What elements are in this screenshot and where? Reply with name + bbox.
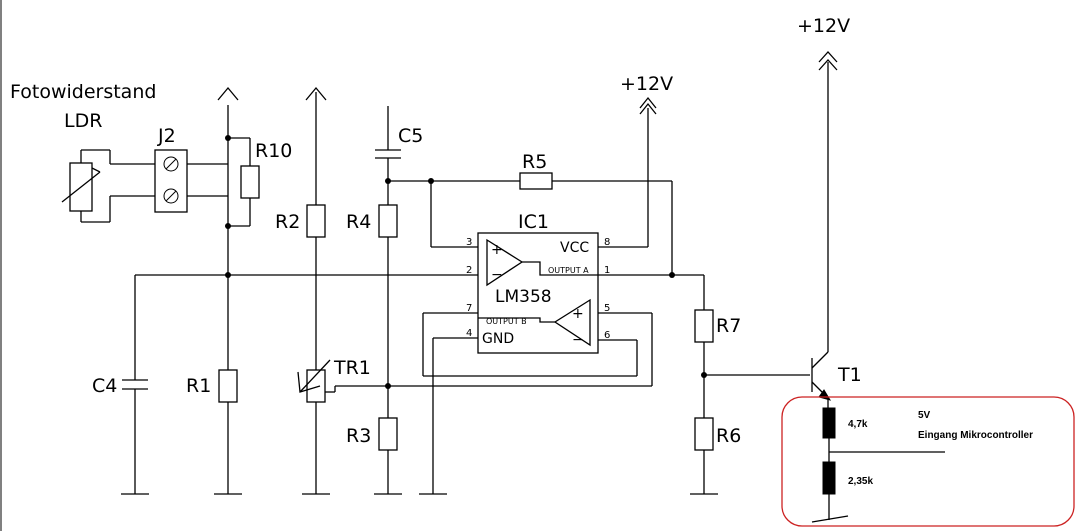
label-r7: R7 [716,315,741,337]
resistor-r3 [378,417,398,451]
pin-8: 8 [604,237,610,248]
label-photoresistor: Fotowiderstand [10,81,156,103]
label-output-a: OUTPUT A [548,266,589,275]
annotation-r-lower: 2,35k [848,476,873,487]
label-supply-top: +12V [797,15,850,37]
pin-4: 4 [466,328,472,339]
pin-minus-a: − [491,267,503,283]
pin-plus-b: + [572,306,584,322]
label-r3: R3 [346,425,371,447]
pin-6: 6 [604,330,610,341]
label-c5: C5 [398,125,423,147]
label-supply-mid: +12V [620,73,673,95]
label-c4: C4 [92,375,117,397]
label-tr1: TR1 [333,357,371,379]
label-lm358: LM358 [495,287,552,307]
connector-j2 [154,149,228,213]
label-t1: T1 [837,364,862,386]
label-ic1: IC1 [518,211,549,233]
pin-minus-b: − [572,332,584,348]
ground-annotation [811,515,849,523]
label-r1: R1 [186,375,211,397]
annotation-input-label: Eingang Mikrocontroller [918,430,1033,441]
pin-plus-a: + [491,242,503,258]
c5-r4-r3-branch [374,106,402,495]
c4-branch [121,274,478,495]
label-ldr: LDR [64,110,102,132]
pin-7: 7 [466,303,472,314]
resistor-r1 [218,369,238,403]
label-output-b: OUTPUT B [486,317,527,326]
label-vcc: VCC [560,240,589,256]
resistor-r2 [306,204,326,238]
resistor-2k35 [822,461,836,495]
r5-feedback [388,172,675,278]
pin-2: 2 [466,265,472,276]
resistor-r7 [694,309,714,343]
label-r2: R2 [275,211,300,233]
annotation-voltage: 5V [918,410,931,421]
pin-3: 3 [466,237,472,248]
label-gnd: GND [482,331,514,347]
pin-1: 1 [604,265,610,276]
annotation-r-upper: 4,7k [848,419,868,430]
r2-tr1-branch [297,86,388,495]
r10-r1-branch [214,86,260,495]
resistor-r10 [240,165,260,199]
ic1-lm358 [388,96,704,495]
label-r6: R6 [716,425,741,447]
resistor-r4 [378,204,398,238]
resistor-4k7 [822,407,836,439]
output-stage [690,51,838,495]
label-r10: R10 [255,140,292,162]
label-j2: J2 [157,125,176,147]
ldr-symbol [61,149,155,223]
label-r4: R4 [346,211,371,233]
pin-5: 5 [604,303,610,314]
label-r5: R5 [522,151,547,173]
annotation-box [781,396,1075,527]
resistor-r6 [694,417,714,451]
resistor-r5 [519,172,553,190]
